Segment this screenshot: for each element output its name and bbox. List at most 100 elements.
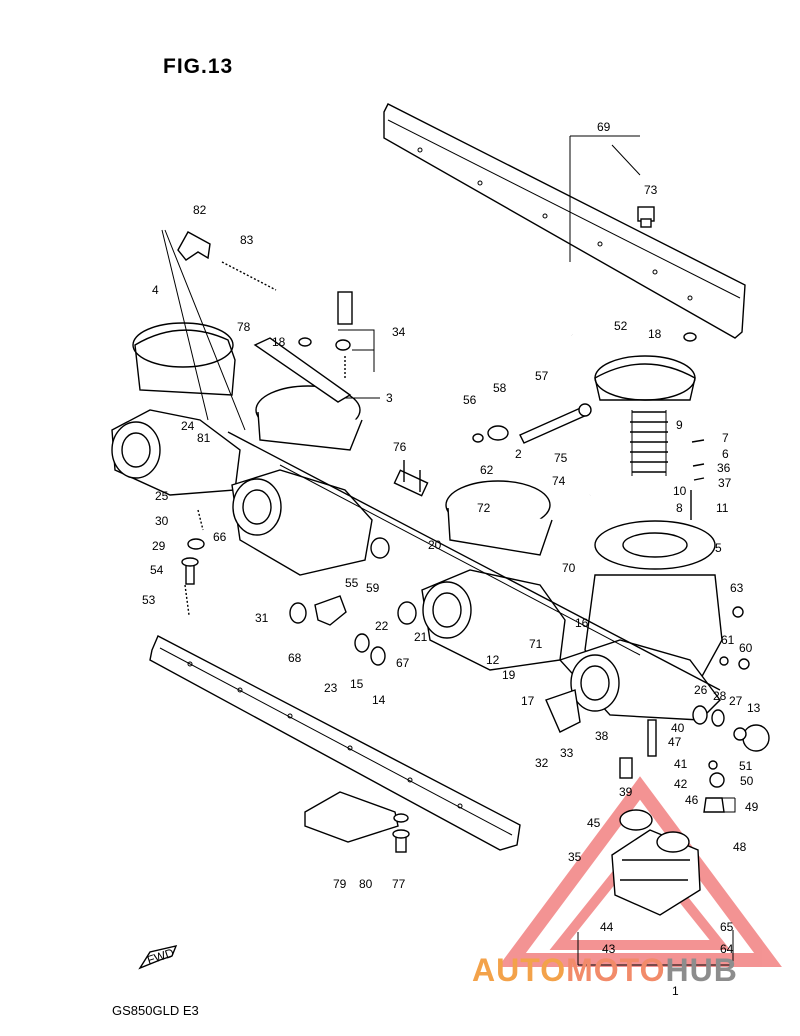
- callout-label: 4: [152, 283, 159, 297]
- throttle-shaft: [227, 431, 721, 691]
- bolt-77: [392, 813, 410, 853]
- callout-label: 31: [255, 611, 269, 625]
- callout-label: 6: [722, 447, 729, 461]
- callout-label: 69: [597, 120, 611, 134]
- callout-label: 45: [587, 816, 601, 830]
- callout-label: 57: [535, 369, 549, 383]
- callout-label: 56: [463, 393, 477, 407]
- callout-label: 81: [197, 431, 211, 445]
- callout-label: 82: [193, 203, 207, 217]
- gasket-79: [304, 791, 399, 843]
- callout-label: 43: [602, 942, 616, 956]
- float-assembly: [611, 809, 701, 916]
- upper-mounting-plate: [383, 103, 746, 339]
- callout-label: 25: [155, 489, 169, 503]
- callout-label: 78: [237, 320, 251, 334]
- callout-label: 60: [739, 641, 753, 655]
- callout-label: 16: [575, 616, 589, 630]
- callout-label: 1: [672, 984, 679, 998]
- callout-label: 28: [713, 689, 727, 703]
- callout-label: 36: [717, 461, 731, 475]
- callout-label: 38: [595, 729, 609, 743]
- callout-label: 48: [733, 840, 747, 854]
- callout-labels: 1 2 3 4 5 6 7 8 9 10 11 12 13 14 15 16 1…: [142, 120, 761, 998]
- small-parts-right: [690, 439, 770, 813]
- callout-label: 21: [414, 630, 428, 644]
- callout-label: 12: [486, 653, 500, 667]
- callout-label: 75: [554, 451, 568, 465]
- callout-label: 54: [150, 563, 164, 577]
- callout-label: 9: [676, 418, 683, 432]
- callout-label: 77: [392, 877, 406, 891]
- callout-label: 74: [552, 474, 566, 488]
- callout-label: 58: [493, 381, 507, 395]
- callout-label: 7: [722, 431, 729, 445]
- callout-label: 72: [477, 501, 491, 515]
- watermark-text: AUTOMOTOHUB: [472, 952, 738, 989]
- carburetor-1: [111, 322, 241, 496]
- fwd-label: FWD: [145, 946, 176, 968]
- bracket-82: [177, 231, 211, 261]
- leader-lines: [161, 135, 736, 975]
- callout-label: 52: [614, 319, 628, 333]
- callout-label: 63: [730, 581, 744, 595]
- callout-label: 10: [673, 484, 687, 498]
- carburetor-2: [231, 385, 373, 576]
- bolt-73: [637, 206, 655, 228]
- figure-title: FIG.13: [163, 55, 234, 78]
- callout-label: 70: [562, 561, 576, 575]
- callout-label: 59: [366, 581, 380, 595]
- callout-label: 64: [720, 942, 734, 956]
- small-parts-mid: [181, 291, 725, 779]
- callout-label: 80: [359, 877, 373, 891]
- callout-label: 22: [375, 619, 389, 633]
- callout-label: 66: [213, 530, 227, 544]
- callout-label: 35: [568, 850, 582, 864]
- callout-label: 53: [142, 593, 156, 607]
- callout-label: 42: [674, 777, 688, 791]
- callout-label: 67: [396, 656, 410, 670]
- callout-label: 83: [240, 233, 254, 247]
- callout-label: 40: [671, 721, 685, 735]
- callout-label: 13: [747, 701, 761, 715]
- callout-label: 29: [152, 539, 166, 553]
- lower-mounting-plate: [149, 635, 521, 851]
- callout-label: 34: [392, 325, 406, 339]
- callout-label: 62: [480, 463, 494, 477]
- callout-label: 27: [729, 694, 743, 708]
- callout-label: 24: [181, 419, 195, 433]
- callout-label: 20: [428, 538, 442, 552]
- callout-label: 61: [721, 633, 735, 647]
- callout-label: 18: [272, 335, 286, 349]
- callout-label: 3: [386, 391, 393, 405]
- forward-arrow-icon: [138, 945, 178, 970]
- callout-label: 65: [720, 920, 734, 934]
- callout-label: 2: [515, 447, 522, 461]
- callout-label: 23: [324, 681, 338, 695]
- callout-label: 46: [685, 793, 699, 807]
- callout-label: 68: [288, 651, 302, 665]
- callout-label: 49: [745, 800, 759, 814]
- callout-label: 37: [718, 476, 732, 490]
- callout-label: 41: [674, 757, 688, 771]
- callout-label: 71: [529, 637, 543, 651]
- callout-label: 17: [521, 694, 535, 708]
- callout-label: 15: [350, 677, 364, 691]
- watermark-part-moto: MOTO: [566, 952, 666, 988]
- callout-label: 32: [535, 756, 549, 770]
- callout-label: 55: [345, 576, 359, 590]
- callout-label: 33: [560, 746, 574, 760]
- carburetor-4: [558, 355, 723, 721]
- callout-label: 11: [716, 501, 729, 515]
- callout-label: 8: [676, 501, 683, 515]
- watermark-part-auto: AUTO: [472, 952, 567, 988]
- callout-label: 76: [393, 440, 407, 454]
- callout-label: 51: [739, 759, 753, 773]
- callout-label: 14: [372, 693, 386, 707]
- callout-label: 18: [648, 327, 662, 341]
- callout-label: 73: [644, 183, 658, 197]
- callout-label: 39: [619, 785, 633, 799]
- callout-label: 79: [333, 877, 347, 891]
- callout-label: 47: [668, 735, 682, 749]
